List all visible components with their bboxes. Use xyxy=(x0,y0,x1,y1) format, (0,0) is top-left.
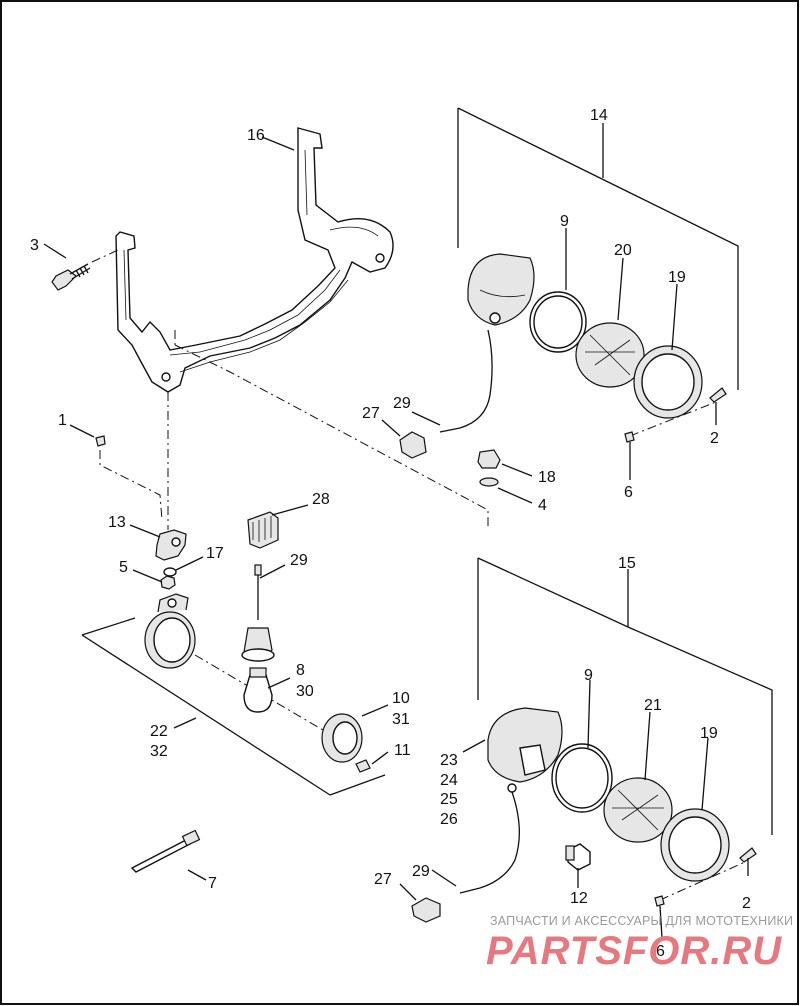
callout-9b: 9 xyxy=(584,667,593,684)
callout-20: 20 xyxy=(614,242,632,259)
bolt-part-3 xyxy=(51,263,91,291)
callout-2a: 2 xyxy=(710,430,719,447)
callout-29a: 29 xyxy=(393,395,411,412)
callout-31: 31 xyxy=(392,711,410,728)
lamp-unit-part-21 xyxy=(603,777,673,843)
washer-part-4 xyxy=(479,477,499,487)
watermark-tagline: ЗАПЧАСТИ И АКСЕССУАРЫ ДЛЯ МОТОТЕХНИКИ xyxy=(490,914,793,928)
callout-15: 15 xyxy=(618,555,636,572)
watermark-brand-logo: PARTSFOR.RU xyxy=(486,929,782,973)
lamp-unit-part-20 xyxy=(575,322,645,388)
seal-ring-part-9a xyxy=(529,291,587,353)
callout-7: 7 xyxy=(208,875,217,892)
callout-21: 21 xyxy=(644,697,662,714)
callout-2b: 2 xyxy=(742,895,751,912)
callout-23: 23 xyxy=(440,752,458,769)
mounting-bracket xyxy=(115,127,394,393)
callout-29b: 29 xyxy=(290,552,308,569)
callout-11: 11 xyxy=(394,742,411,759)
callout-19b: 19 xyxy=(700,725,718,742)
lamp-ring-part-22 xyxy=(144,593,196,669)
lamp-housing-lower xyxy=(487,707,563,793)
screw-part-2b xyxy=(739,847,757,863)
plug-part-27b xyxy=(411,897,441,923)
callout-13: 13 xyxy=(108,514,126,531)
bulb-part-8 xyxy=(243,667,273,713)
callout-17: 17 xyxy=(206,545,224,562)
callout-16: 16 xyxy=(247,127,265,144)
callout-3: 3 xyxy=(30,237,39,254)
screw-part-1 xyxy=(95,435,106,447)
callout-5: 5 xyxy=(119,559,128,576)
callout-24: 24 xyxy=(440,772,458,789)
cable-tie-part-7 xyxy=(130,829,201,873)
trim-ring-part-19a xyxy=(633,345,703,419)
callout-22: 22 xyxy=(150,723,168,740)
grommet-part-18 xyxy=(477,449,501,469)
callout-6b: 6 xyxy=(656,943,665,960)
callout-27b: 27 xyxy=(374,871,392,888)
callout-12: 12 xyxy=(570,890,588,907)
callout-26: 26 xyxy=(440,811,458,828)
callout-18: 18 xyxy=(538,469,556,486)
plug-part-27a xyxy=(399,431,427,459)
callout-8: 8 xyxy=(296,662,305,679)
callout-10: 10 xyxy=(392,690,410,707)
callout-6a: 6 xyxy=(624,484,633,501)
lens-part-10 xyxy=(321,713,363,763)
screw-part-2a xyxy=(709,387,727,403)
callout-25: 25 xyxy=(440,791,458,808)
watermark: ЗАПЧАСТИ И АКСЕССУАРЫ ДЛЯ МОТОТЕХНИКИ PA… xyxy=(486,914,793,973)
connector-part-28 xyxy=(247,511,279,549)
nut-part-5 xyxy=(160,575,176,590)
callout-14: 14 xyxy=(590,107,608,124)
callout-19a: 19 xyxy=(668,269,686,286)
seal-ring-part-9b xyxy=(551,743,613,813)
callout-29c: 29 xyxy=(412,863,430,880)
bulb-part-12 xyxy=(565,843,591,871)
callout-1: 1 xyxy=(58,412,67,429)
lamp-housing-upper xyxy=(467,253,535,326)
trim-ring-part-19b xyxy=(660,808,730,882)
clamp-part-13 xyxy=(155,529,187,561)
socket-wire-part-29 xyxy=(241,564,275,662)
nut-part-6a xyxy=(624,431,635,443)
callout-4: 4 xyxy=(538,497,547,514)
screw-part-11 xyxy=(355,759,371,773)
callout-32: 32 xyxy=(150,743,168,760)
callout-28: 28 xyxy=(312,491,330,508)
nut-part-6b xyxy=(654,895,665,907)
callout-27a: 27 xyxy=(362,405,380,422)
callout-9a: 9 xyxy=(560,213,569,230)
washer-part-17 xyxy=(163,567,177,577)
callout-30: 30 xyxy=(296,683,314,700)
